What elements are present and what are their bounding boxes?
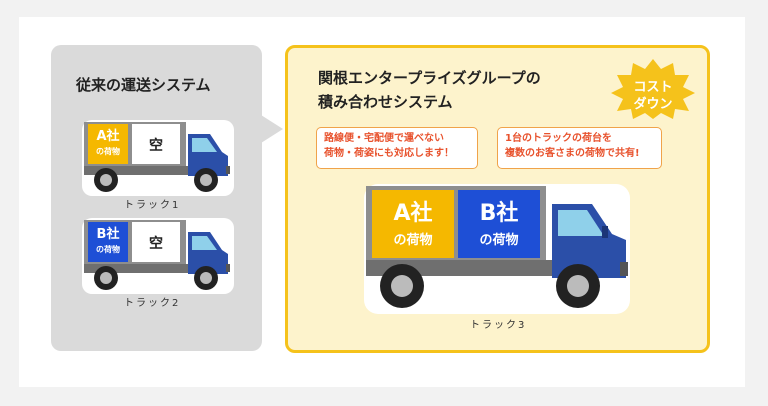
truck-2-caption: トラック2 [124,298,181,309]
cargo-a-sublabel: の荷物 [96,146,120,156]
cargo-b-box [88,222,128,262]
arrow-right-icon [261,115,283,143]
cargo-b-sublabel: の荷物 [96,244,120,254]
conventional-panel [51,45,262,351]
cost-down-badge-icon [611,59,695,119]
empty-label: 空 [149,137,163,154]
conventional-title: 従来の運送システム [76,76,211,94]
truck-3: A社 の荷物 B社 の荷物 [364,184,630,314]
consolidated-title: 関根エンタープライズグループの 積み合わせシステム [318,69,541,111]
empty-box [132,124,180,164]
truck-1-caption: トラック1 [124,200,181,211]
empty-box [132,222,180,262]
cargo-a-box [88,124,128,164]
cargo-a-box [372,190,454,258]
truck-1: A社 の荷物 空 [82,120,234,196]
cargo-a-sublabel: の荷物 [393,232,432,248]
cargo-a-label: A社 [393,200,432,226]
cargo-a-label: A社 [96,128,119,144]
feature-box-2: 1台のトラックの荷台を 複数のお客さまの荷物で共有! [497,127,662,169]
cargo-b-sublabel: の荷物 [479,232,518,248]
cargo-b-box [458,190,540,258]
truck-2: B社 の荷物 空 [82,218,234,294]
empty-label: 空 [149,235,163,252]
cost-down-badge-text: コスト ダウン [633,80,673,112]
truck-3-caption: トラック3 [470,320,527,331]
cargo-b-label: B社 [97,226,120,242]
cargo-b-label: B社 [480,200,519,226]
feature-box-1: 路線便・宅配便で運べない 荷物・荷姿にも対応します！ [316,127,478,169]
